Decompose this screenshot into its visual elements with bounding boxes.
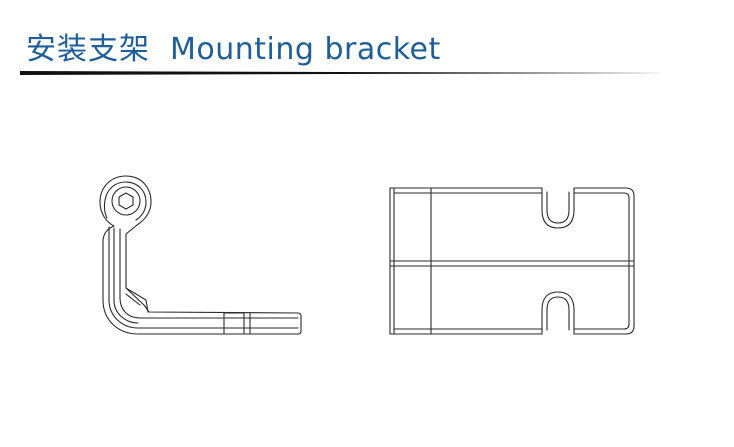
plate-slot-bottom-inner — [546, 296, 570, 331]
bracket-inner-line-b — [119, 228, 299, 319]
bracket-inner-line-a — [108, 226, 299, 329]
title-chinese: 安装支架 — [26, 32, 150, 67]
hex-socket-icon — [118, 192, 134, 210]
bracket-slot — [223, 312, 245, 335]
bracket-side-view — [99, 175, 302, 335]
page-title: 安装支架 Mounting bracket — [26, 24, 441, 68]
title-underline — [20, 71, 665, 75]
bracket-inner-line-c — [113, 227, 139, 324]
screw-head-icon — [111, 186, 141, 216]
bracket-side-outline — [99, 175, 302, 335]
bracket-top-view — [389, 187, 635, 335]
plate-slot-top-inner — [546, 191, 570, 224]
bracket-gusset — [125, 287, 149, 313]
title-english: Mounting bracket — [170, 32, 441, 67]
plate-outline — [389, 187, 635, 335]
bracket-lug-inner — [103, 181, 147, 221]
